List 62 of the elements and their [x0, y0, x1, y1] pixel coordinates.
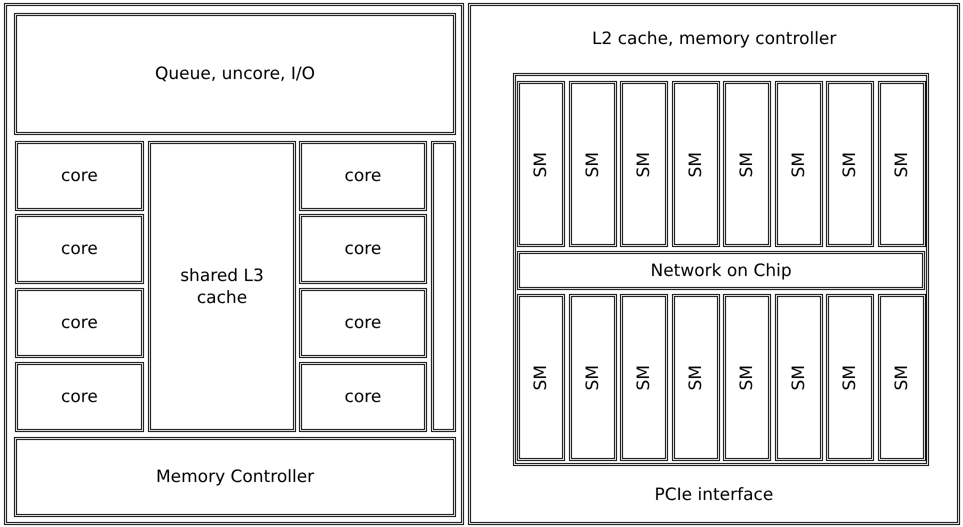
block-label: core: [344, 238, 382, 260]
core-block: [15, 141, 144, 211]
chip-panel: [468, 3, 960, 525]
block-label: Network on Chip: [650, 260, 792, 282]
sm-array-panel: [513, 73, 929, 466]
sm-block: [517, 81, 565, 247]
sm-block: [774, 81, 822, 247]
core-block: [299, 141, 427, 211]
block-label: PCIe interface: [654, 484, 774, 506]
block-label: core: [344, 312, 382, 334]
block-label: SM: [890, 365, 912, 390]
block-label: SM: [684, 365, 706, 390]
sm-block: [826, 81, 874, 247]
sm-block: [568, 294, 616, 461]
core-block: [299, 214, 427, 284]
core-block: [299, 362, 427, 432]
sm-block: [620, 294, 668, 461]
block-label: core: [344, 386, 382, 408]
block-label: SM: [530, 152, 552, 177]
block-label: SM: [736, 152, 758, 177]
memory-controller-block: [14, 437, 456, 517]
sm-block: [568, 81, 616, 247]
block-label: SM: [839, 365, 861, 390]
block-label: SM: [530, 365, 552, 390]
sm-block: [672, 81, 720, 247]
block-label: SM: [633, 365, 655, 390]
network-block: [517, 251, 925, 290]
block-label: SM: [736, 365, 758, 390]
block-label: Queue, uncore, I/O: [155, 63, 315, 86]
core-block: [15, 362, 144, 432]
block-label: SM: [839, 152, 861, 177]
block-label: core: [344, 165, 382, 188]
sm-block: [826, 294, 874, 461]
sm-block: [723, 81, 771, 247]
sm-block: [620, 81, 668, 247]
sm-block: [517, 294, 565, 461]
block-label: core: [61, 238, 98, 260]
block-label: SM: [788, 365, 810, 390]
cache-block: [148, 141, 296, 432]
block-label: SM: [890, 152, 912, 177]
block-label: L2 cache, memory controller: [592, 28, 836, 50]
block-label: Memory Controller: [156, 466, 314, 488]
block-label: SM: [582, 152, 604, 177]
block-label: core: [61, 165, 98, 188]
sm-block: [878, 294, 926, 461]
uncore-block: [14, 13, 456, 135]
chip-panel: [4, 3, 464, 525]
block-label: shared L3 cache: [179, 264, 265, 309]
core-block: [299, 288, 427, 358]
core-block: [15, 214, 144, 284]
block-label: core: [61, 312, 98, 334]
block-label: SM: [788, 152, 810, 177]
narrow-block: [431, 141, 456, 432]
sm-block: [723, 294, 771, 461]
sm-block: [878, 81, 926, 247]
block-label: SM: [582, 365, 604, 390]
sm-block: [774, 294, 822, 461]
block-label: SM: [633, 152, 655, 177]
sm-block: [672, 294, 720, 461]
block-label: core: [61, 386, 98, 408]
block-label: SM: [684, 152, 706, 177]
core-block: [15, 288, 144, 358]
